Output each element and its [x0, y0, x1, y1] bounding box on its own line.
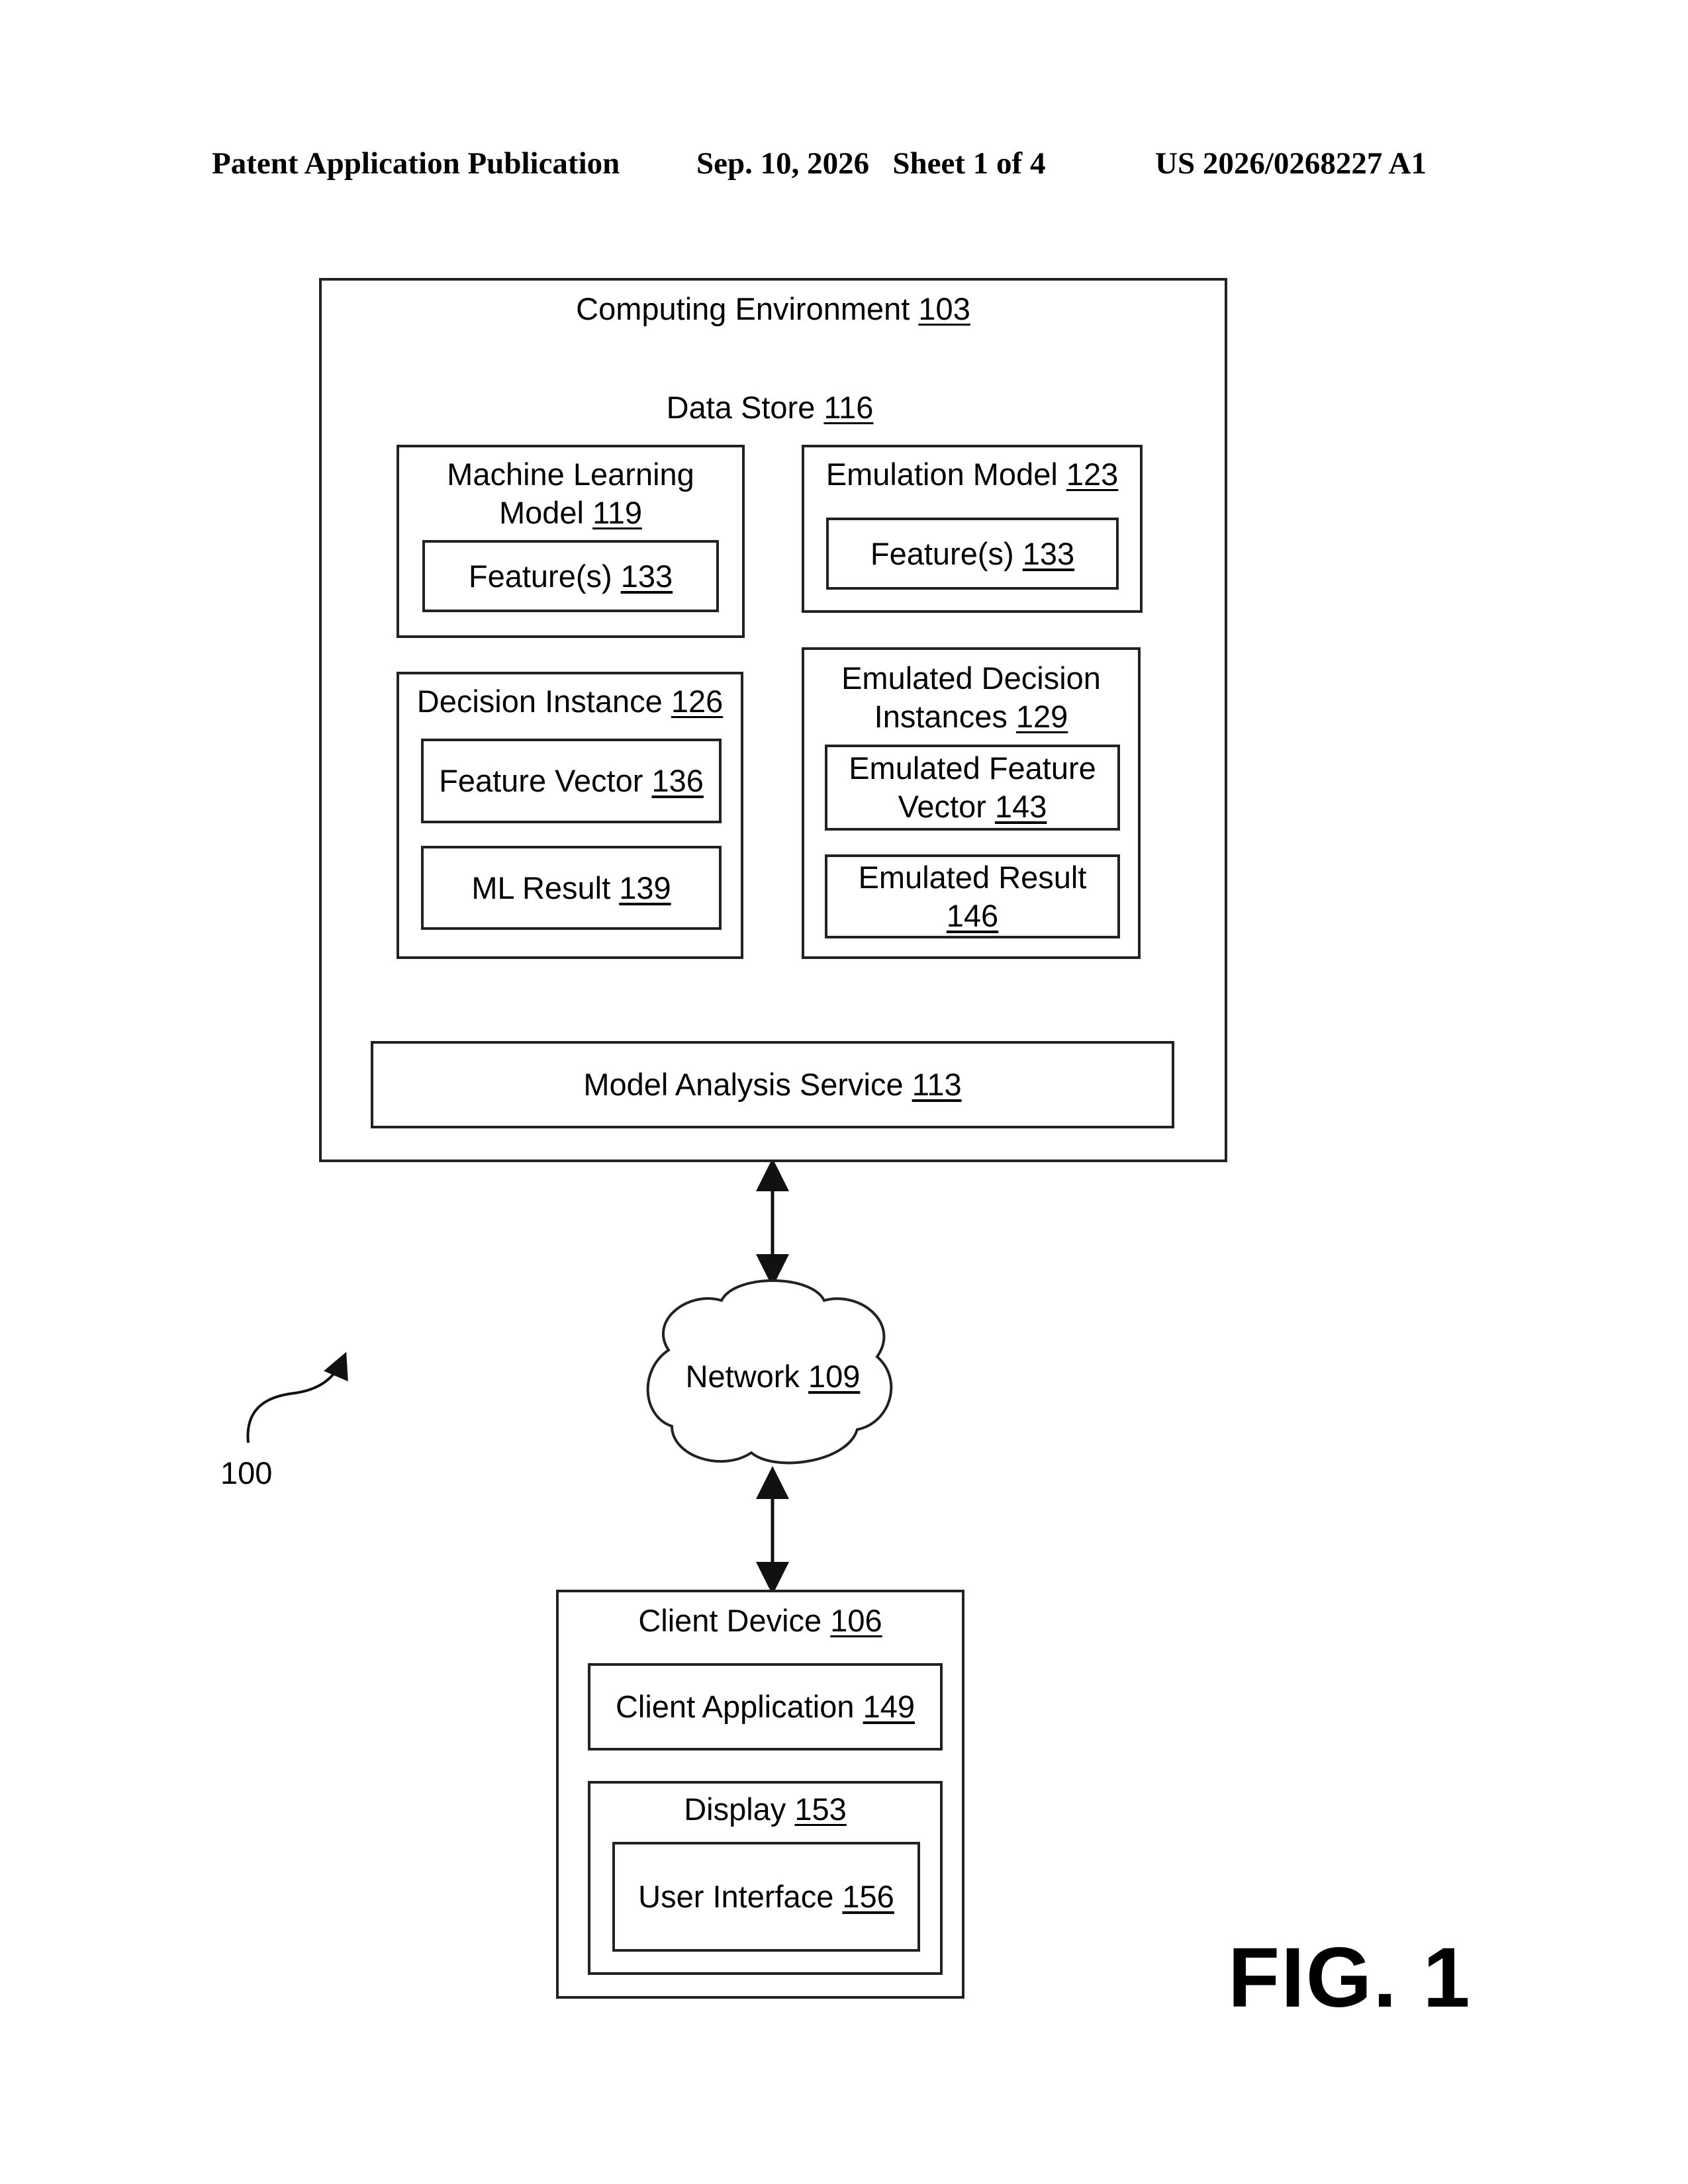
system-reference-number: 100 [220, 1455, 272, 1491]
display-label: Display 153 [590, 1790, 940, 1829]
emulated-decision-instances-label: Emulated Decision Instances 129 [804, 659, 1138, 736]
client-device-box: Client Device 106 Client Application 149… [556, 1590, 964, 1999]
feature-vector-box: Feature Vector 136 [421, 739, 722, 823]
emulation-model-label: Emulation Model 123 [804, 455, 1140, 494]
network-label: Network 109 [662, 1350, 884, 1403]
emulation-model-features-box: Feature(s) 133 [826, 518, 1119, 590]
ml-model-box: Machine Learning Model 119 Feature(s) 13… [397, 445, 745, 638]
emulated-feature-vector-box: Emulated Feature Vector 143 [825, 745, 1120, 831]
display-box: Display 153 User Interface 156 [588, 1781, 943, 1975]
ml-result-box: ML Result 139 [421, 846, 722, 930]
user-interface-box: User Interface 156 [612, 1842, 920, 1952]
data-store-label: Data Store 116 [366, 388, 1174, 427]
emulated-result-box: Emulated Result 146 [825, 854, 1120, 938]
ml-model-features-box: Feature(s) 133 [422, 540, 719, 612]
emulation-model-box: Emulation Model 123 Feature(s) 133 [802, 445, 1143, 613]
client-device-label: Client Device 106 [559, 1602, 962, 1640]
emulated-decision-instances-box: Emulated Decision Instances 129 Emulated… [802, 647, 1141, 959]
client-application-box: Client Application 149 [588, 1663, 943, 1751]
computing-environment-label: Computing Environment 103 [322, 290, 1225, 328]
model-analysis-service-box: Model Analysis Service 113 [371, 1041, 1174, 1128]
system-reference-arrow [248, 1357, 344, 1443]
decision-instance-box: Decision Instance 126 Feature Vector 136… [397, 672, 743, 959]
ml-model-label: Machine Learning Model 119 [399, 455, 742, 532]
decision-instance-label: Decision Instance 126 [399, 682, 741, 721]
figure-label: FIG. 1 [1228, 1929, 1472, 2026]
